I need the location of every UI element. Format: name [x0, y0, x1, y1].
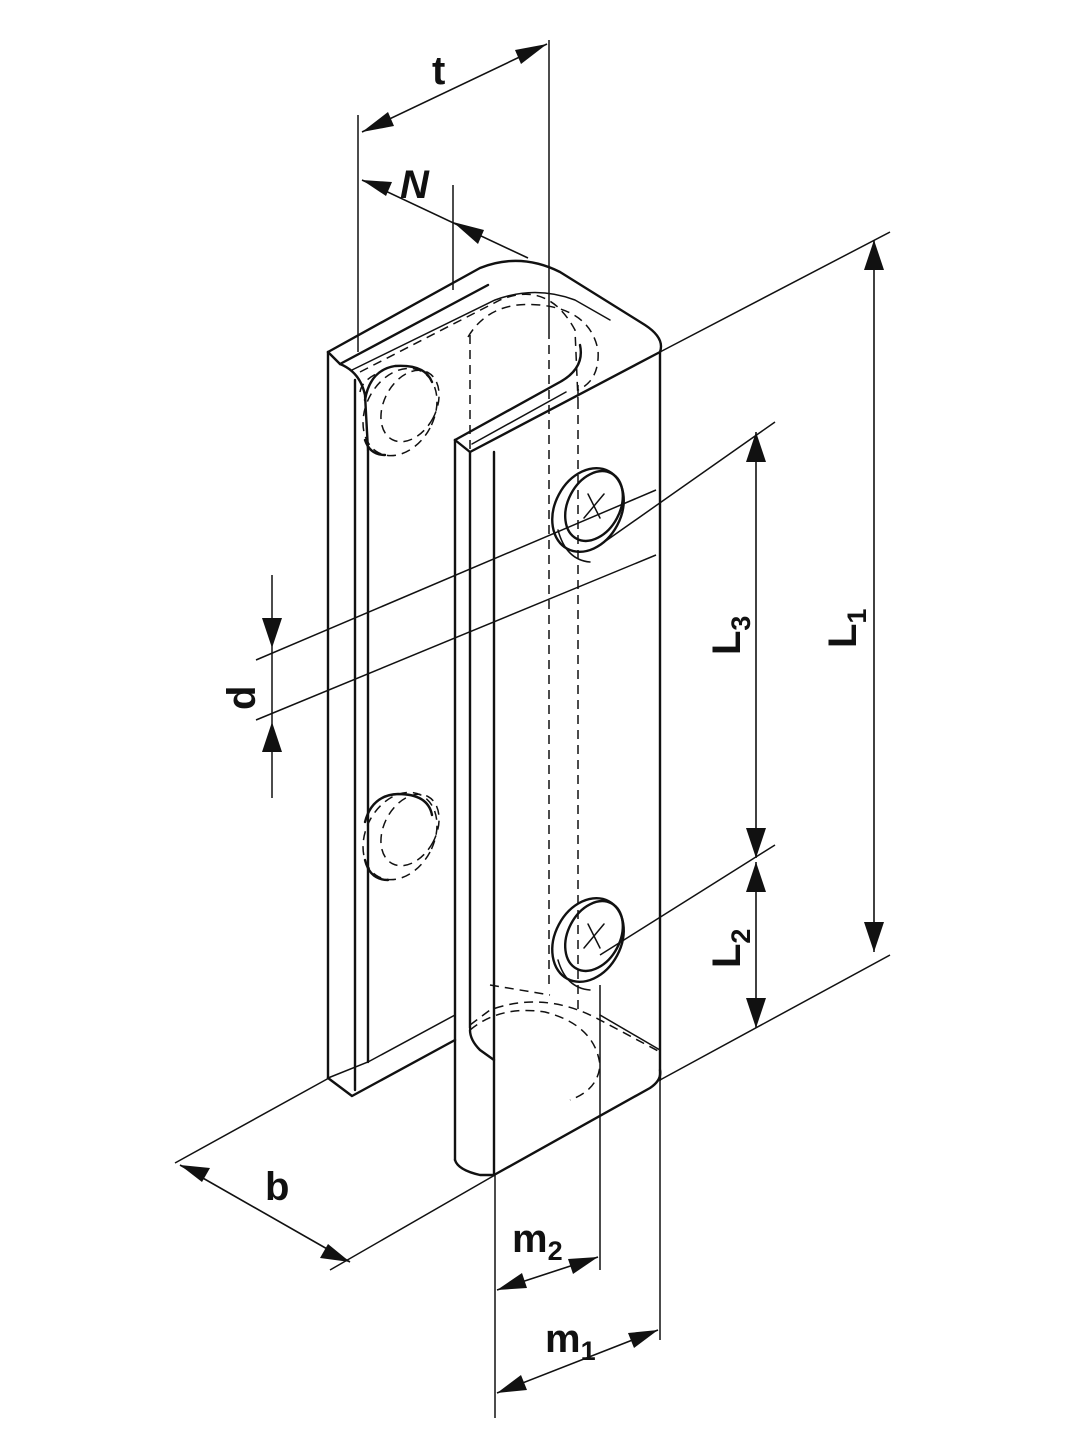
label-m1: m1	[545, 1317, 596, 1366]
hole-left-top	[362, 364, 440, 457]
dimension-m2	[496, 1256, 599, 1291]
dimension-L2	[746, 862, 766, 1028]
label-t: t	[432, 49, 445, 93]
dimension-L3	[746, 432, 766, 858]
dimension-b	[179, 1164, 351, 1263]
label-m2: m2	[512, 1217, 563, 1266]
label-L3: L3	[705, 616, 756, 655]
dimension-N	[361, 179, 529, 259]
label-L2: L2	[705, 929, 756, 968]
hole-left-bottom	[362, 791, 440, 882]
hole-front-top	[551, 466, 625, 563]
dimension-L1	[864, 240, 884, 952]
bracket-outline	[326, 259, 663, 1177]
hole-front-bottom	[551, 896, 625, 991]
label-L1-group: L1	[821, 609, 872, 648]
label-d-group: d	[220, 686, 264, 710]
label-L1: L1	[821, 609, 872, 648]
dimension-d	[262, 618, 282, 752]
label-L3-group: L3	[705, 616, 756, 655]
hidden-lines	[359, 293, 661, 1101]
dimension-t	[361, 43, 548, 133]
labels: t N b b d L1 L3 L2 m2 m1	[220, 49, 872, 1366]
extension-lines	[174, 40, 891, 1418]
label-b-visible: b	[265, 1165, 289, 1209]
holes	[362, 364, 625, 991]
label-N: N	[400, 163, 430, 207]
dimension-m1	[496, 1329, 659, 1394]
label-L2-group: L2	[705, 929, 756, 968]
label-d: d	[220, 686, 264, 710]
